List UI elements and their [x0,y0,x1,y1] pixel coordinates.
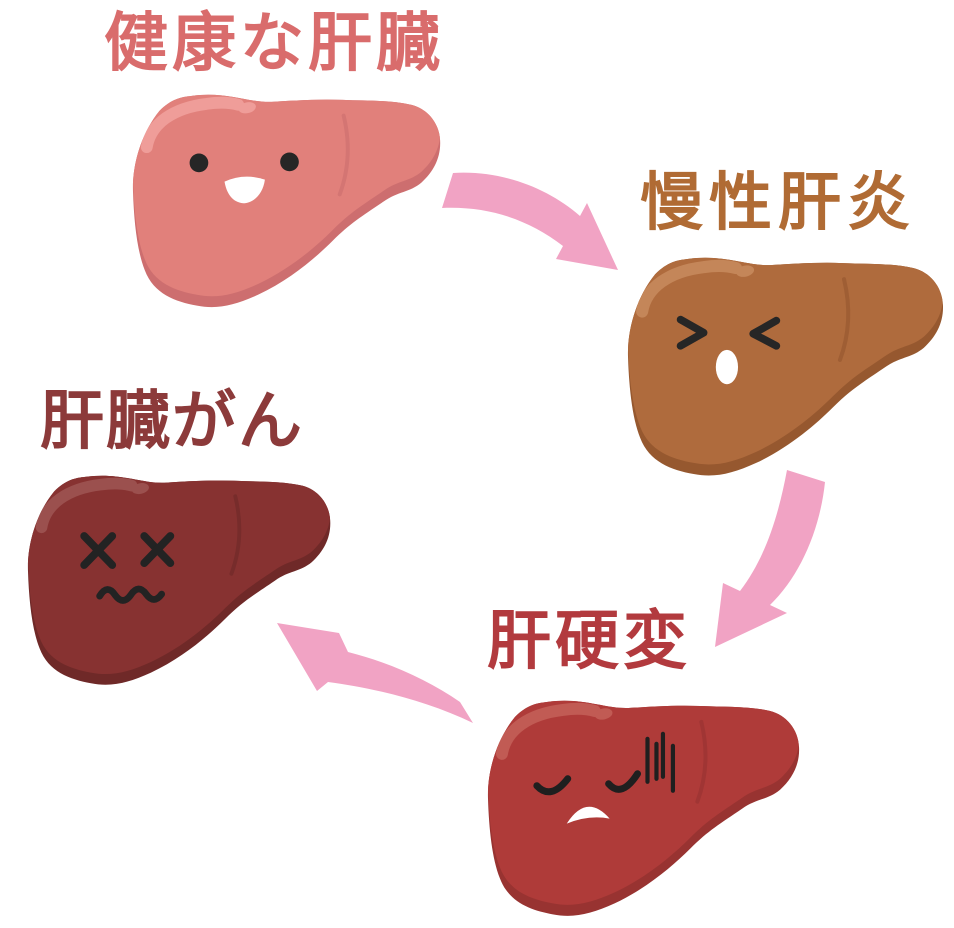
chronic-hepatitis-label: 慢性肝炎 [640,166,916,239]
arrow-shape [442,172,618,270]
x-eyes [80,532,175,569]
liver-cancer-label: 肝臓がん [40,385,304,459]
cirrhosis-label: 肝硬変 [487,605,691,679]
liver-lobe-crease [229,494,242,576]
left-x-eye-stroke [80,532,117,569]
healthy-liver-illustration [132,94,441,308]
left-wincing-eye [676,315,708,350]
right-x-eye-stroke [140,532,175,567]
left-closed-eye [533,775,572,796]
strain-marks [645,731,676,793]
arrow-healthy-to-chronic [442,172,618,270]
smile-mouth [224,176,265,204]
chronic-hepatitis-illustration [627,257,944,476]
cirrhosis-illustration [487,700,800,916]
liver-gloss-highlight [636,259,743,318]
liver-gloss-dot [736,265,755,277]
open-mouth [715,349,739,385]
liver-gloss-dot [594,708,613,720]
liver-gloss-dot [238,102,256,114]
liver-lobe-crease [837,277,851,362]
right-wincing-eye [749,316,781,350]
wavy-mouth [96,585,166,604]
arrow-chronic-to-cirrhosis [715,470,825,647]
liver-gloss-dot [131,483,149,495]
liver-gloss-highlight [35,477,138,534]
healthy-liver-label: 健康な肝臓 [104,7,444,81]
liver-cancer-illustration [27,475,331,685]
right-closed-eye [605,770,642,793]
liver-gloss-highlight [140,96,245,154]
left-eye [189,153,209,173]
arrow-shape [715,470,825,647]
arrow-cirrhosis-to-cancer [277,623,473,723]
liver-lobe-crease [695,719,708,804]
arrow-shape [277,623,473,723]
liver-gloss-highlight [495,702,601,760]
right-eye [280,152,299,172]
sad-mouth [566,806,610,824]
liver-lobe-crease [337,113,350,197]
